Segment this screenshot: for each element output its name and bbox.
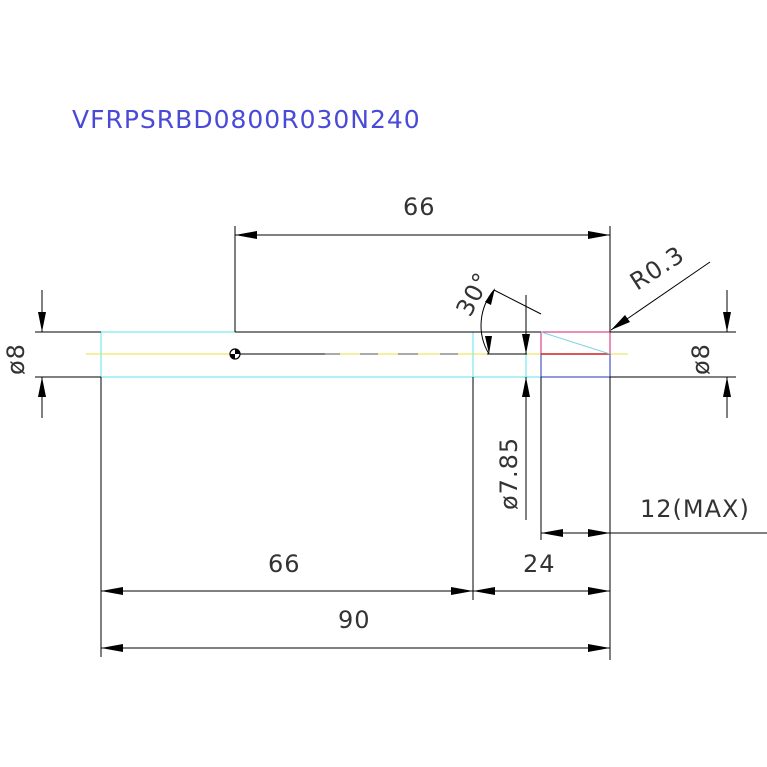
dim-bottom-length-text: 66 bbox=[268, 550, 301, 578]
dim-tip-length-text: 24 bbox=[523, 550, 556, 578]
dim-dia-right: ø8 bbox=[610, 290, 736, 418]
dim-dia-right-text: ø8 bbox=[687, 343, 715, 375]
tool-body bbox=[86, 331, 628, 378]
dim-dia-neck: ø7.85 bbox=[495, 377, 530, 520]
dim-angle: 30° bbox=[451, 267, 542, 355]
part-number-title: VFRPSRBD0800R030N240 bbox=[72, 105, 421, 134]
tip-lower-outline bbox=[540, 353, 611, 378]
dim-top-length: 66 bbox=[234, 193, 611, 332]
tip-chamfer bbox=[540, 331, 611, 355]
dim-bottom-lengths: 66 24 bbox=[100, 377, 610, 657]
dim-dia-neck-text: ø7.85 bbox=[495, 437, 523, 510]
dim-max-length-text: 12(MAX) bbox=[640, 495, 750, 523]
dim-dia-left-text: ø8 bbox=[2, 343, 30, 375]
dim-radius: R0.3 bbox=[610, 241, 711, 331]
dim-overall-length: 90 bbox=[101, 606, 610, 652]
dim-radius-text: R0.3 bbox=[625, 241, 690, 297]
gauge-point-marker bbox=[229, 348, 241, 360]
dim-dia-left: ø8 bbox=[2, 290, 101, 418]
dim-overall-length-text: 90 bbox=[338, 606, 371, 634]
dim-top-length-text: 66 bbox=[403, 193, 436, 221]
dim-max-length: 12(MAX) bbox=[540, 377, 767, 660]
dim-angle-text: 30° bbox=[451, 267, 497, 320]
